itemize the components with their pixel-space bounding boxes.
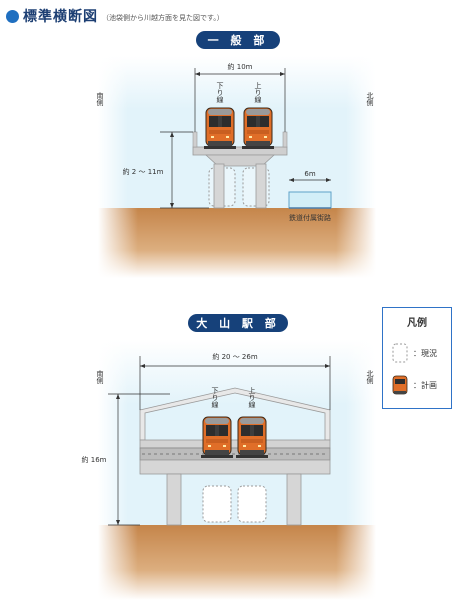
- legend-existing-label: ：現況: [413, 348, 437, 358]
- width-label-station: 約 20 ～ 26m: [212, 352, 257, 361]
- down-track-label-general: 下り線: [216, 82, 224, 103]
- planned-train-up: [235, 416, 269, 459]
- sky-general: [98, 56, 376, 208]
- section-station-label: 大 山 駅 部: [188, 314, 288, 332]
- height-label-general: 約 2 ～ 11m: [123, 167, 164, 176]
- existing-train-icon: [392, 343, 408, 363]
- planned-train-up: [241, 107, 275, 150]
- general-section: [98, 56, 376, 278]
- ground-general: [98, 208, 376, 278]
- page-title: 標準横断図: [23, 9, 98, 25]
- north-label-station: 北側: [366, 370, 374, 384]
- planned-train-icon: [392, 375, 408, 395]
- legend-planned-label: ：計画: [413, 380, 437, 390]
- page-header: 標準横断図 （池袋側から川越方面を見た図です。）: [6, 6, 224, 26]
- page-subtitle: （池袋側から川越方面を見た図です。）: [102, 13, 224, 22]
- legend-title: 凡例: [407, 318, 427, 329]
- road-trench: [288, 191, 332, 209]
- road-label: 鉄道付属街路: [289, 213, 331, 222]
- south-label-general: 南側: [96, 91, 104, 106]
- station-section: [98, 340, 376, 600]
- existing-train-outline: [237, 485, 267, 523]
- station-pillar: [166, 473, 182, 526]
- legend-row-existing: ：現況: [391, 342, 437, 364]
- section-general-label: 一 般 部: [196, 31, 280, 49]
- bullet-icon: [6, 9, 19, 23]
- up-track-label-general: 上り線: [254, 81, 262, 103]
- planned-train-down: [203, 107, 237, 150]
- viaduct-pillar: [213, 163, 225, 209]
- legend-row-planned: ：計画: [391, 374, 437, 396]
- station-deck: [139, 439, 331, 449]
- planned-train-down: [200, 416, 234, 459]
- height-label-station: 約 16m: [82, 455, 107, 464]
- width-label-general: 約 10m: [228, 62, 253, 71]
- existing-train-outline: [202, 485, 232, 523]
- road-width-label: 6m: [304, 170, 315, 178]
- ground-station: [98, 525, 376, 600]
- legend: 凡例 ：現況 ：計画: [382, 307, 452, 409]
- south-label-station: 南側: [96, 369, 104, 384]
- north-label-general: 北側: [366, 92, 374, 106]
- station-pillar: [286, 473, 302, 526]
- up-track-label-station: 上り線: [248, 386, 256, 408]
- down-track-label-station: 下り線: [211, 387, 219, 408]
- viaduct-pillar: [255, 163, 267, 209]
